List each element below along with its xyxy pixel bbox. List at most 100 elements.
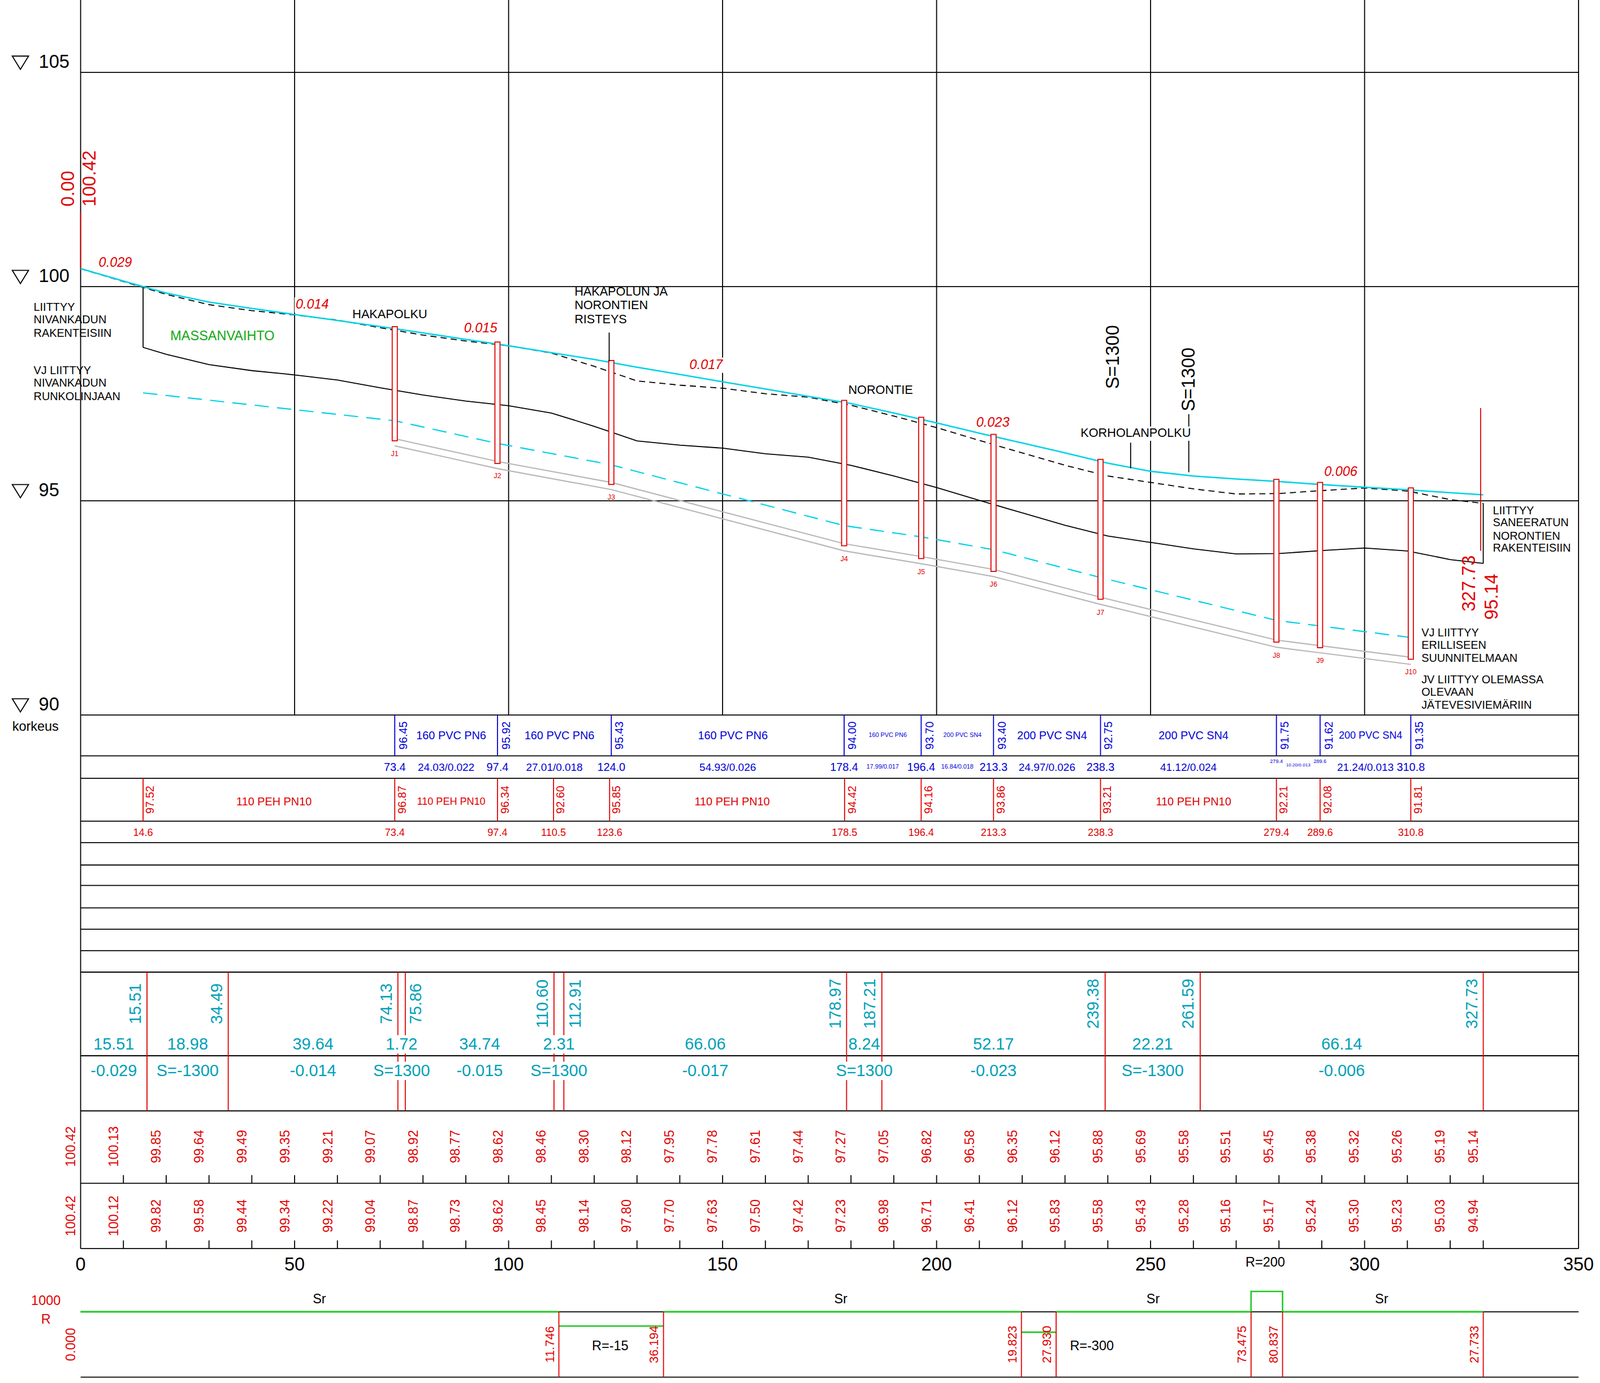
pipe-length-slope: 41.12/0.024 [1160,760,1217,774]
elevation-mark: 100 [39,265,70,287]
segment-slope: S=-1300 [1120,1061,1186,1081]
frame-line [1577,0,1580,1249]
pipe-type: 200 PVC SN4 [1158,729,1229,743]
curve-tick [1021,1312,1023,1378]
station: 36.194 [648,1326,663,1364]
level-triangle [12,270,29,284]
table-tick [636,1175,638,1184]
elevation: 97.61 [748,1130,764,1164]
elevation: 99.49 [235,1130,251,1164]
curve-band-line [80,1377,1580,1379]
scale-mark: 1000 [31,1294,61,1310]
table-tick [550,1175,552,1184]
segment-slope: -0.014 [288,1061,338,1081]
table-tick [1235,1240,1238,1249]
invert-level: 94.00 [845,721,859,750]
table-tick [1406,1175,1408,1184]
pressure-level: 93.21 [1101,785,1115,815]
level-triangle [12,698,29,712]
table-tick [1406,1240,1408,1249]
segment-slope: -0.029 [89,1061,139,1081]
table-line [80,755,1580,757]
station: 239.38 [1084,979,1104,1029]
well-id: J10 [1404,668,1417,678]
table-tick [496,715,499,756]
table-tick [764,1240,767,1249]
level-triangle [12,484,29,498]
elevation: 97.95 [663,1130,679,1164]
slope-label: 0.014 [294,297,330,313]
elevation: 95.38 [1304,1130,1321,1164]
elevation: 94.94 [1466,1199,1482,1234]
station: 279.4 [1263,826,1290,839]
elevation-mark: 90 [39,694,60,716]
station-line [1480,408,1482,552]
pressure-level: 93.86 [994,785,1008,815]
table-tick [550,1240,552,1249]
pipe-type: 110 PEH PN10 [236,795,312,809]
table-tick [1064,1240,1066,1249]
table-tick [379,1175,382,1184]
table-tick [1410,778,1412,822]
elevation: 95.23 [1390,1199,1407,1234]
station: 124.0 [597,760,626,774]
station: 110.5 [541,826,566,839]
elevation-mark: 95.14 [1481,573,1503,620]
station: 178.97 [826,979,845,1029]
table-line [80,777,1580,780]
segment-length: 8.24 [847,1035,882,1055]
elevation: 98.77 [448,1130,465,1164]
table-line [80,865,1580,867]
table-line [80,928,1580,931]
table-tick [679,1240,681,1249]
manhole [1097,459,1104,600]
table-tick [146,972,148,1111]
axis-number: 0 [75,1254,86,1276]
water-pipe [143,392,1411,638]
station: 110.60 [533,979,552,1029]
elevation: 96.41 [962,1199,979,1234]
elevation: 95.19 [1433,1130,1449,1164]
station-mark: 327.73 [1458,555,1480,612]
elevation-mark: 105 [39,51,70,73]
station: 27.930 [1040,1326,1055,1364]
curve-radius: R=-300 [1069,1339,1114,1355]
station: 178.4 [829,760,859,774]
invert-level: 91.75 [1278,721,1292,750]
elevation: 100.42 [63,1195,80,1237]
grid-line [1364,0,1366,716]
table-tick [807,1175,810,1184]
table-tick [336,1175,339,1184]
segment-slope: -0.015 [455,1061,505,1081]
table-tick [1021,1175,1023,1184]
segment-slope: -0.023 [969,1061,1018,1081]
table-line [80,1183,1580,1185]
leader-line [608,332,611,362]
manhole [1317,482,1323,648]
table-tick [208,1240,210,1249]
elevation: 99.07 [363,1130,379,1164]
axis-number: 350 [1563,1254,1594,1276]
pressure-level: 92.21 [1277,785,1291,815]
elevation: 95.26 [1390,1130,1407,1164]
station: 11.746 [543,1326,559,1364]
table-tick [1192,1240,1195,1249]
elevation: 95.24 [1304,1199,1321,1234]
elevation: 98.87 [405,1199,422,1234]
street-name: HAKAPOLKU [352,308,427,323]
segment-slope: S=1300 [372,1061,431,1081]
table-tick [142,778,144,822]
table-tick [992,778,994,822]
excavation-hatch [143,287,1483,564]
elevation: 95.32 [1347,1130,1364,1164]
table-line [80,950,1580,952]
segment-length: 2.31 [542,1035,577,1055]
table-tick [978,1240,980,1249]
elevation: 100.13 [106,1126,123,1168]
segment-slope: S=1300 [529,1061,589,1081]
station: 73.475 [1235,1326,1251,1364]
station: 238.3 [1087,826,1114,839]
curve-radius: R=-15 [591,1339,629,1355]
curve-band-line [80,1311,1580,1313]
leader-line [1188,414,1190,473]
